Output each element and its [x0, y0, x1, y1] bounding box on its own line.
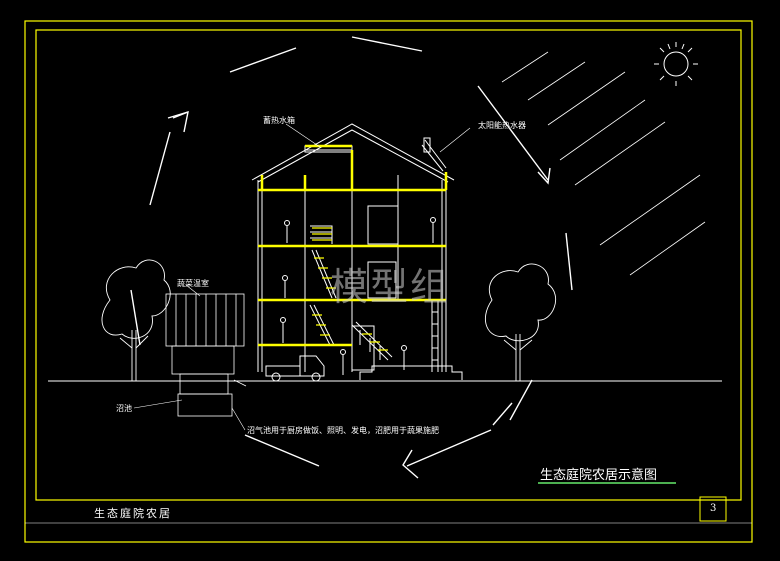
airflow-lines: [130, 36, 573, 479]
outer-frame: [24, 20, 753, 543]
sun-rays: [501, 51, 706, 276]
label-biogas-tank: 沼池: [116, 404, 132, 413]
greenhouse: [165, 293, 247, 417]
label-water-storage: 蓄热水箱: [263, 116, 295, 125]
floor-slabs: [258, 144, 448, 347]
diagram-title: 生态庭院农居示意图: [540, 468, 658, 483]
people-figures: [280, 217, 436, 375]
leader-lines: [133, 123, 471, 431]
tree-left: [101, 259, 171, 381]
watermark: 模型组: [330, 265, 451, 309]
inner-frame: [35, 29, 742, 501]
sun-icon: [654, 42, 698, 86]
truck-icon: [265, 355, 325, 382]
label-greenhouse: 蔬菜温室: [177, 279, 209, 288]
sheet-number: 3: [710, 503, 717, 514]
sheet-number-box: [699, 496, 727, 522]
project-name: 生态庭院农居: [94, 507, 172, 520]
tree-right: [484, 263, 557, 381]
yellow-stairs: [312, 227, 388, 351]
label-solar-water-heater: 太阳能热水器: [478, 121, 526, 130]
label-biogas-note: 沼气池用于厨房做饭、照明、发电，沼肥用于蔬果施肥: [247, 426, 439, 435]
